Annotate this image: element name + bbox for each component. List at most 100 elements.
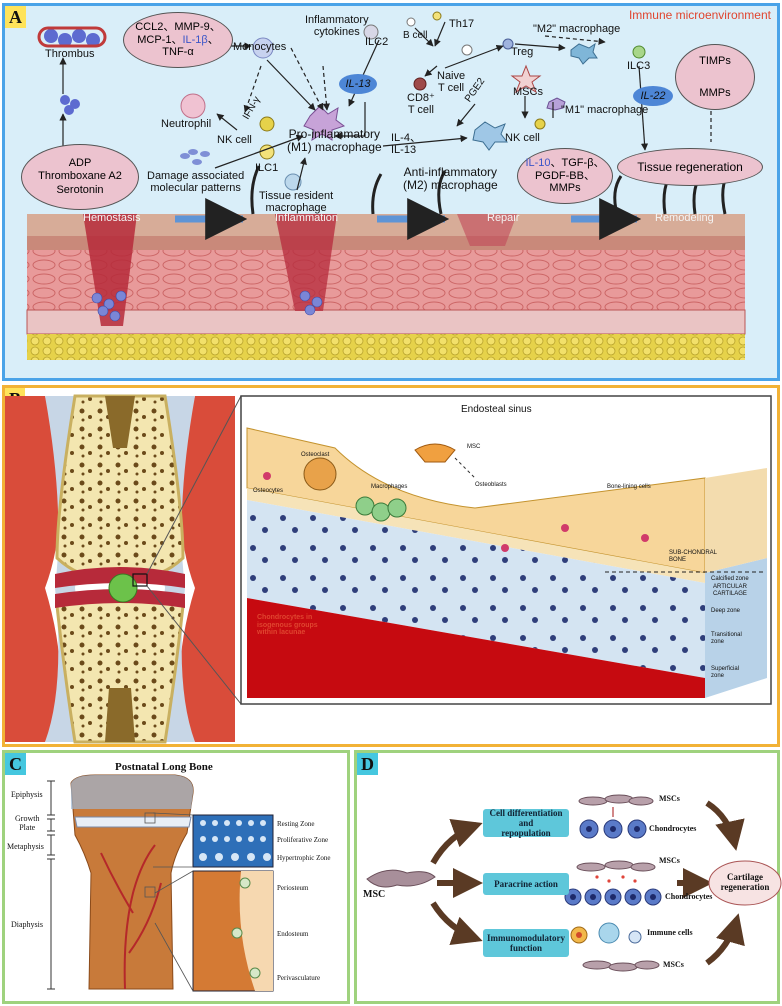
macrophages-label: Macrophages (371, 484, 408, 490)
epiphysis-label: Epiphysis (11, 790, 43, 799)
superficial-line-2: zone (711, 672, 725, 679)
panel-c-artwork (47, 774, 274, 992)
mscs-label-row2: MSCs (659, 856, 680, 865)
chemokine-mcp1: MCP-1、 (137, 33, 183, 46)
growth-plate-label: Growth Plate (15, 814, 40, 833)
joint-cartilage-highlight (108, 573, 138, 603)
mmps-label: MMPs (699, 87, 731, 99)
phase-remodeling: Remodeling (655, 212, 714, 224)
thromboxane-label: Thromboxane A2 (38, 170, 122, 183)
damp-line-1: Damage associated (147, 170, 245, 182)
tissue-regeneration-ellipse: Tissue regeneration (617, 148, 763, 186)
gf-mmps-label: MMPs (549, 182, 581, 195)
articular-cartilage-label: ARTICULAR CARTILAGE (713, 584, 747, 597)
subchondral-line-2: BONE (669, 556, 687, 563)
inflammatory-cytokines-line-2: cytokines (313, 26, 360, 39)
damp-line-2: molecular patterns (150, 182, 241, 195)
timps-mmps-ellipse: TIMPs MMPs (675, 44, 755, 110)
il4-il13-label: IL-4、 IL-13 (391, 132, 421, 156)
plate-line: Plate (19, 822, 36, 832)
il4-line: IL-4、 (391, 132, 421, 144)
anti-inflammatory-line-1: Anti-inflammatory (403, 165, 498, 179)
proliferative-zone-label: Proliferative Zone (277, 836, 329, 844)
platelet-factor-ellipse: ADP Thromboxane A2 Serotonin (21, 144, 139, 210)
subchondral-label: SUB-CHONDRAL BONE (669, 550, 717, 563)
naive-t-line-1: Naive (437, 70, 466, 82)
paracrine-box: Paracrine action (483, 873, 569, 895)
chemokine-tnf: TNF-α (162, 46, 194, 59)
panel-a-wound-healing: A Immune microenvironment (2, 3, 780, 381)
tissue-regeneration-label: Tissue regeneration (637, 160, 743, 174)
timps-label: TIMPs (699, 55, 731, 67)
dermis-layer (27, 250, 745, 310)
il13-line: IL-13 (391, 144, 417, 157)
b-cell-label: B cell (403, 30, 428, 41)
il13-pill: IL-13 (339, 74, 377, 94)
transitional-line-2: zone (711, 638, 725, 645)
adp-label: ADP (68, 157, 92, 170)
growth-line: Growth (15, 814, 40, 823)
panel-d-msc-mechanisms: D MSC Cell (354, 750, 782, 1004)
immuno-line-2: function (509, 943, 542, 953)
nk-cell-right-label: NK cell (505, 132, 540, 144)
metaphysis-label: Metaphysis (7, 842, 44, 851)
damp-label: Damage associated molecular patterns (147, 170, 244, 194)
cell-differentiation-box: Cell differentiation and repopulation (483, 808, 569, 838)
immuno-line-1: Immunomodulatory (486, 933, 565, 943)
articular-line-2: CARTILAGE (713, 590, 747, 597)
repair-wound (457, 214, 517, 246)
transitional-zone-label: Transitional zone (711, 632, 742, 645)
phase-hemostasis: Hemostasis (83, 212, 141, 224)
tgfb-label: 、TGF-β、 (550, 157, 605, 170)
panel-d-label: D (357, 753, 378, 775)
bone-lining-cells-label: Bone-lining cells (607, 484, 651, 490)
naive-t-cell-label: Naive T cell (437, 70, 465, 94)
chondrocytes-line-1: Chondrocytes in (257, 614, 313, 621)
tissue-resident-line-1: Tissue resident (259, 190, 334, 202)
m1-macrophage-label: "M1" macrophage (561, 104, 649, 116)
periosteum-label: Periosteum (277, 884, 309, 892)
osteoclast-cell (303, 457, 337, 491)
panel-a-corner-title: Immune microenvironment (628, 8, 771, 22)
chondrocytes-label-row1: Chondrocytes (649, 824, 697, 833)
osteoclast-label: Osteoclast (301, 452, 330, 458)
neutrophil-label: Neutrophil (161, 118, 212, 130)
diaphysis-label: Diaphysis (11, 920, 43, 929)
naive-t-line-2: T cell (438, 82, 465, 95)
paracrine-line: Paracrine action (494, 879, 558, 889)
articular-cartilage (247, 500, 705, 678)
panel-a-artwork (26, 11, 746, 360)
chondrocytes-label: Chondrocytes in isogenous groups within … (257, 614, 318, 637)
cartilage-line-1: Cartilage (727, 872, 763, 882)
superficial-line-1: Superficial (711, 666, 740, 672)
transitional-line-1: Transitional (711, 632, 742, 638)
chemokine-ellipse: CCL2、MMP-9、 MCP-1、IL-1β、 TNF-α (123, 12, 233, 68)
calcified-zone-label: Calcified zone (711, 576, 749, 582)
tissue-resident-line-2: macrophage (265, 202, 327, 215)
perivasculature-label: Perivasculature (277, 974, 321, 982)
pro-inflammatory-line-1: Pro-inflammatory (288, 127, 381, 141)
panel-c-long-bone: C Postnatal Long Bone Epiphysis (2, 750, 350, 1004)
subchondral-line-1: SUB-CHONDRAL (669, 550, 718, 556)
ilc1-label: ILC1 (255, 162, 279, 174)
panel-b-artwork (5, 394, 772, 744)
msc-cell (366, 869, 436, 888)
cell-diff-line-2: repopulation (501, 828, 551, 838)
osteocytes-label: Osteocytes (253, 488, 284, 494)
panel-a-label: A (5, 6, 26, 28)
growth-factor-ellipse: IL-10、TGF-β、 PGDF-BB、 MMPs (517, 148, 613, 204)
treg-label: Treg (511, 46, 534, 58)
serotonin-label: Serotonin (56, 183, 104, 196)
phase-inflammation: Inflammation (275, 212, 338, 224)
anti-inflammatory-label: Anti-inflammatory (M2) macrophage (403, 165, 498, 192)
immune-cells-label: Immune cells (647, 928, 693, 937)
fat-layer (27, 334, 745, 360)
phase-repair: Repair (487, 212, 520, 224)
msc-label: MSC (467, 444, 481, 450)
cd8-t-cell-label: CD8⁺ T cell (407, 92, 435, 116)
hypertrophic-zone-label: Hypertrophic Zone (277, 854, 331, 862)
cd8-line-1: CD8⁺ (407, 92, 435, 104)
cd8-line-2: T cell (407, 104, 434, 117)
mscs-label-row1: MSCs (659, 794, 680, 803)
pro-inflammatory-label: Pro-inflammatory (M1) macrophage (287, 127, 382, 154)
